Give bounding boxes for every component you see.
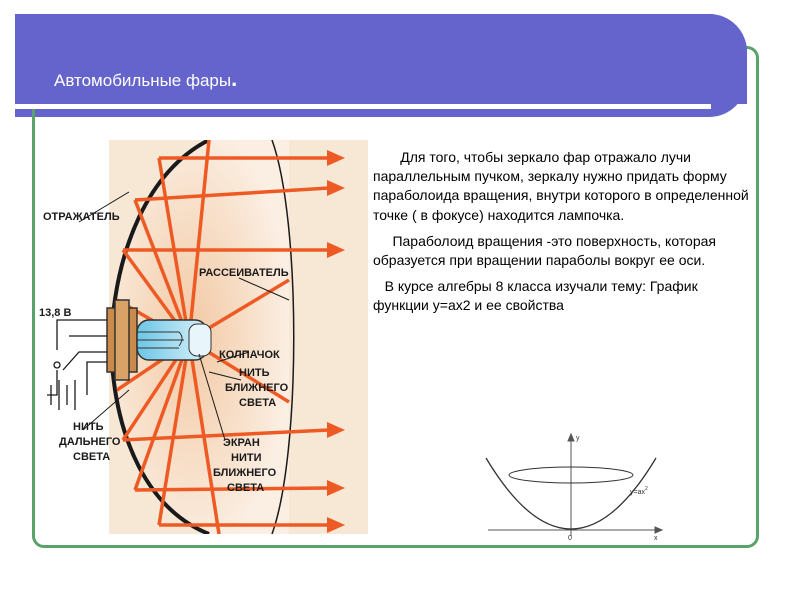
ray-arrowheads [327,150,345,533]
formula-exponent: 2 [645,486,648,492]
label-high-beam-1: НИТЬ [73,421,104,433]
pointer-lines [78,191,290,441]
paragraph-mirror-text: Для того, чтобы зеркало фар отражало луч… [373,149,749,223]
parabola-curve [485,457,657,530]
paragraph-paraboloid-text: Параболоид вращения -это поверхность, ко… [373,232,716,269]
explanation-text: Для того, чтобы зеркало фар отражало луч… [373,148,753,323]
formula-label: y=ax2 [630,486,648,496]
label-high-beam-2: ДАЛЬНЕГО [59,436,121,448]
lamp-flange [114,299,130,381]
parabola-graph: y x 0 y=ax2 [485,432,664,542]
header-underline-top [15,104,711,109]
label-low-beam-3: СВЕТА [239,397,276,409]
origin-label: 0 [568,535,572,542]
label-screen-2: НИТИ [231,452,262,464]
y-axis-arrow [567,432,575,442]
paragraph-paraboloid: Параболоид вращения -это поверхность, ко… [373,232,753,270]
label-screen-1: ЭКРАН [223,437,260,449]
label-screen-4: СВЕТА [227,482,264,494]
wiring [47,319,107,410]
label-screen-3: БЛИЖНЕГО [213,467,277,479]
paragraph-mirror: Для того, чтобы зеркало фар отражало луч… [373,148,753,225]
label-voltage: 13,8 В [39,307,71,319]
label-cap: КОЛПАЧОК [219,349,280,361]
lamp-cap [188,323,212,357]
rotation-ellipse [508,466,634,484]
paragraph-algebra-text: В курсе алгебры 8 класса изучали тему: Г… [373,278,698,314]
label-reflector: ОТРАЖАТЕЛЬ [43,211,120,223]
paragraph-algebra: В курсе алгебры 8 класса изучали тему: Г… [373,277,753,315]
formula-text: y=ax [630,489,645,496]
label-high-beam-3: СВЕТА [73,451,110,463]
slide-title: Автомобильные фары. [54,66,237,92]
label-low-beam-1: НИТЬ [239,367,270,379]
x-axis-arrow [654,526,664,534]
figure-left-margin [39,140,109,534]
diffuser-lens [271,140,295,534]
slide-title-dot: . [231,66,238,91]
slide-title-text: Автомобильные фары [54,71,232,90]
headlamp-diagram: ОТРАЖАТЕЛЬ РАССЕИВАТЕЛЬ 13,8 В КОЛПАЧОК … [39,140,368,534]
x-axis-label: x [654,535,658,542]
lamp-filaments [137,331,184,349]
y-axis-label: y [576,435,580,442]
label-low-beam-2: БЛИЖНЕГО [225,382,289,394]
header-cover [15,14,747,104]
label-diffuser: РАССЕИВАТЕЛЬ [199,267,289,279]
